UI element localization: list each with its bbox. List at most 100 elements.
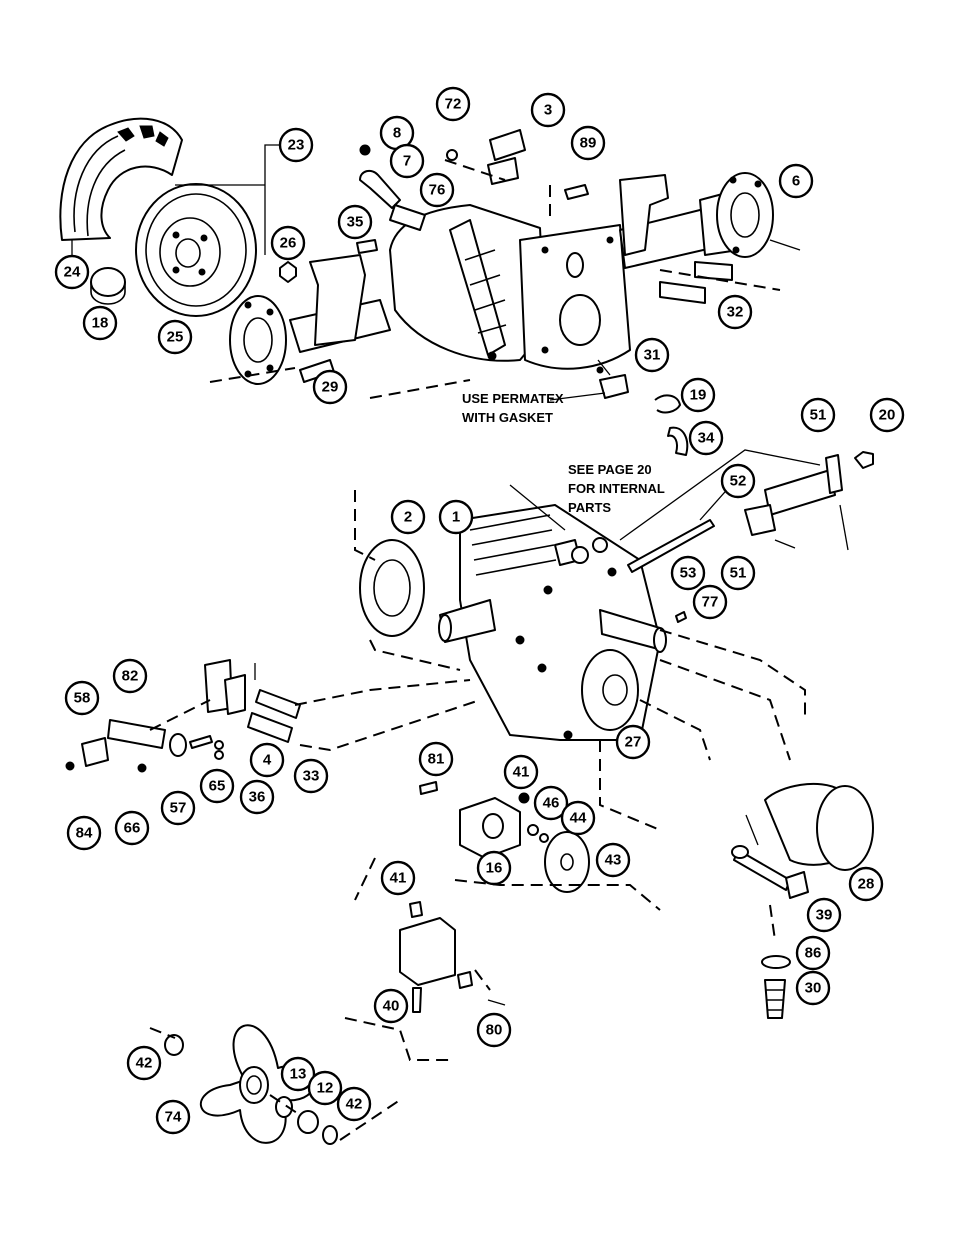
svg-text:20: 20 [879,407,896,424]
callout-29: 29 [314,371,346,403]
svg-text:82: 82 [122,668,139,685]
callout-76: 76 [421,174,453,206]
svg-text:31: 31 [644,347,661,364]
svg-text:86: 86 [805,945,822,962]
transmission-body-part [439,505,666,740]
svg-text:36: 36 [249,789,266,806]
callout-6: 6 [780,165,812,197]
callout-77: 77 [694,586,726,618]
permatex-note-line1: USE PERMATEX [462,391,564,406]
callout-19: 19 [682,379,714,411]
svg-text:42: 42 [136,1055,153,1072]
see-page-note: SEE PAGE 20 FOR INTERNAL PARTS [568,462,665,515]
callout-40: 40 [375,990,407,1022]
callout-20: 20 [871,399,903,431]
callout-39: 39 [808,899,840,931]
svg-text:72: 72 [445,96,462,113]
svg-text:2: 2 [404,509,412,526]
svg-text:46: 46 [543,795,560,812]
svg-text:58: 58 [74,690,91,707]
callout-51-top: 51 [802,399,834,431]
callout-52: 52 [722,465,754,497]
svg-text:33: 33 [303,768,320,785]
callout-66: 66 [116,812,148,844]
hub-cap-part [91,268,125,304]
clip-and-seal-part [655,395,687,455]
callout-43: 43 [597,844,629,876]
callout-42-right: 42 [338,1088,370,1120]
permatex-note-line2: WITH GASKET [462,410,553,425]
callout-27: 27 [617,726,649,758]
svg-text:52: 52 [730,473,747,490]
callout-4: 4 [251,744,283,776]
callout-35: 35 [339,206,371,238]
callout-58: 58 [66,682,98,714]
see-page-note-line2: FOR INTERNAL [568,481,665,496]
svg-text:27: 27 [625,734,642,751]
callout-12: 12 [309,1072,341,1104]
callout-1: 1 [440,501,472,533]
callout-36: 36 [241,781,273,813]
svg-text:16: 16 [486,860,503,877]
svg-text:6: 6 [792,173,800,190]
svg-text:41: 41 [513,764,530,781]
callout-81: 81 [420,743,452,775]
callout-2: 2 [392,501,424,533]
callout-25: 25 [159,321,191,353]
svg-text:89: 89 [580,135,597,152]
svg-text:66: 66 [124,820,141,837]
callout-28: 28 [850,868,882,900]
svg-text:65: 65 [209,778,226,795]
svg-text:13: 13 [290,1066,307,1083]
svg-text:3: 3 [544,102,552,119]
svg-text:12: 12 [317,1080,334,1097]
callout-33: 33 [295,760,327,792]
svg-text:19: 19 [690,387,707,404]
callout-18: 18 [84,307,116,339]
svg-text:23: 23 [288,137,305,154]
callout-23: 23 [280,129,312,161]
svg-text:43: 43 [605,852,622,869]
svg-text:29: 29 [322,379,339,396]
svg-text:51: 51 [730,565,747,582]
svg-text:76: 76 [429,182,446,199]
callout-51-bottom: 51 [722,557,754,589]
callout-84: 84 [68,817,100,849]
callout-42-left: 42 [128,1047,160,1079]
svg-text:57: 57 [170,800,187,817]
spacers-part [660,262,732,303]
svg-text:84: 84 [76,825,93,842]
svg-text:35: 35 [347,214,364,231]
differential-housing-part [390,205,630,373]
callout-7: 7 [391,145,423,177]
svg-text:24: 24 [64,264,81,281]
svg-text:40: 40 [383,998,400,1015]
svg-text:18: 18 [92,315,109,332]
svg-text:53: 53 [680,565,697,582]
svg-text:32: 32 [727,304,744,321]
svg-text:51: 51 [810,407,827,424]
gasket-part [360,540,424,636]
svg-text:80: 80 [486,1022,503,1039]
svg-text:41: 41 [390,870,407,887]
see-page-note-line1: SEE PAGE 20 [568,462,652,477]
svg-text:25: 25 [167,329,184,346]
svg-text:8: 8 [393,125,401,142]
svg-text:4: 4 [263,752,272,769]
callout-53: 53 [672,557,704,589]
callout-86: 86 [797,937,829,969]
wheel-rim-part [136,184,256,316]
callout-80: 80 [478,1014,510,1046]
svg-text:1: 1 [452,509,460,526]
svg-text:81: 81 [428,751,445,768]
svg-text:74: 74 [165,1109,182,1126]
callout-31: 31 [636,339,668,371]
svg-text:34: 34 [698,430,715,447]
svg-text:39: 39 [816,907,833,924]
callout-72: 72 [437,88,469,120]
svg-text:42: 42 [346,1096,363,1113]
svg-text:44: 44 [570,810,587,827]
svg-text:28: 28 [858,876,875,893]
callout-24: 24 [56,256,88,288]
svg-text:26: 26 [280,235,297,252]
